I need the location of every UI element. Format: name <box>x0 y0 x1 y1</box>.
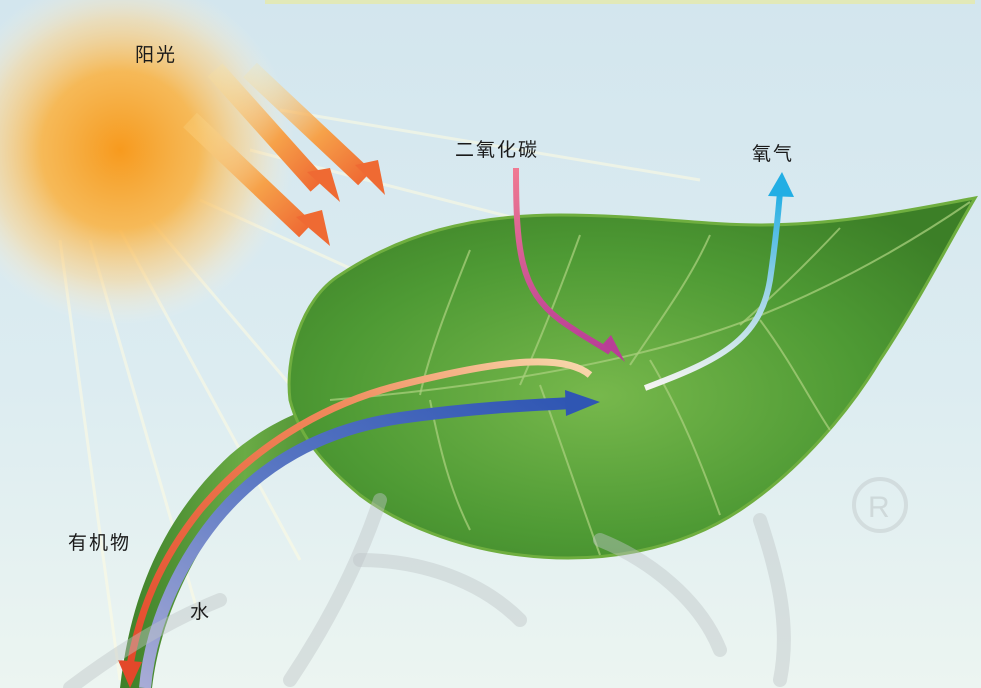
water-arrow <box>139 397 576 688</box>
o2-arrow-head <box>768 172 794 197</box>
sunlight-arrow-head <box>355 160 385 195</box>
sunlight-arrow <box>207 63 326 192</box>
organic-matter-label: 有机物 <box>68 532 132 554</box>
carbon-dioxide-label: 二氧化碳 <box>455 139 540 161</box>
o2-arrow <box>643 191 783 391</box>
sunlight-arrow <box>183 112 313 238</box>
co2-arrow-head <box>603 335 625 362</box>
sunlight-arrows <box>183 62 385 246</box>
registered-mark: R <box>868 491 890 524</box>
top-border <box>265 0 975 4</box>
sunlight-label: 阳光 <box>135 44 178 66</box>
sunlight-arrow-head <box>296 210 330 246</box>
water-label: 水 <box>190 601 212 623</box>
water-arrow-head <box>565 390 600 416</box>
sunlight-arrow-head <box>307 168 340 202</box>
watermark <box>63 477 908 688</box>
organic-arrow <box>126 358 593 666</box>
sunlight-arrow <box>243 62 372 186</box>
leaf-blade <box>287 195 978 560</box>
oxygen-label: 氧气 <box>752 143 795 165</box>
organic-arrow-head <box>118 660 142 688</box>
co2-arrow <box>513 167 612 355</box>
